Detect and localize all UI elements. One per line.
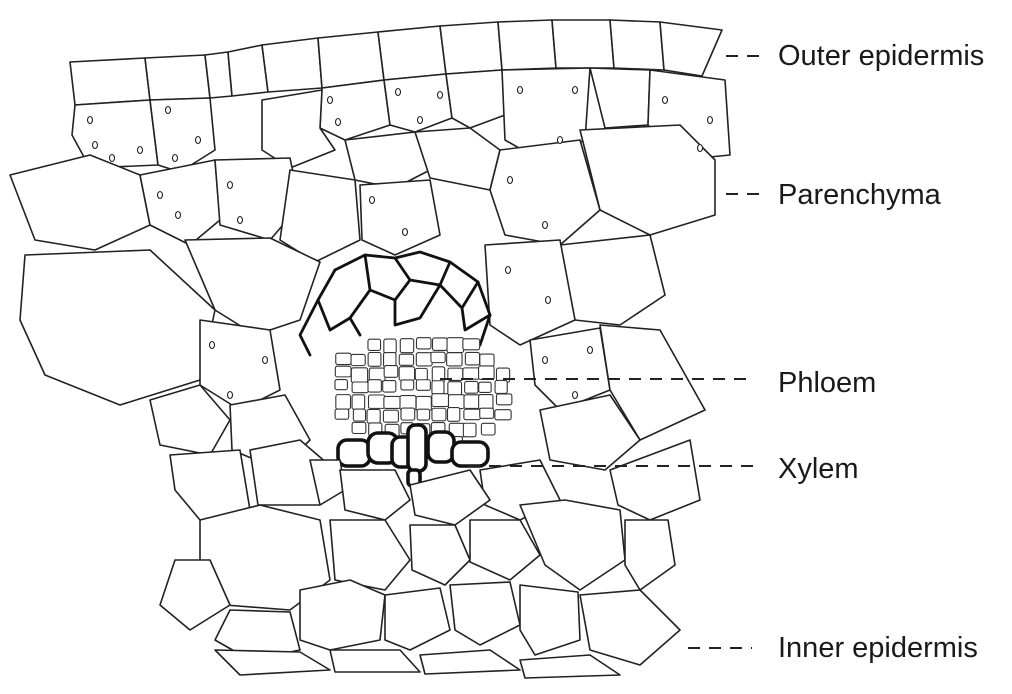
phloem-cell — [495, 380, 507, 393]
phloem-cell — [479, 395, 493, 410]
phloem-cell — [399, 354, 413, 365]
outer-epidermis-label: Outer epidermis — [778, 42, 984, 71]
phloem-cell — [352, 382, 368, 393]
phloem-cell — [383, 381, 396, 392]
phloem-cell — [384, 339, 396, 353]
phloem-cell — [336, 395, 351, 410]
phloem-cell — [335, 409, 349, 419]
xylem-label: Xylem — [778, 455, 859, 484]
phloem-cell — [415, 368, 427, 380]
phloem-cell — [480, 408, 494, 418]
phloem-cell — [465, 352, 479, 364]
phloem-cell — [384, 353, 396, 368]
phloem-cell — [447, 353, 462, 366]
phloem-cell — [465, 381, 478, 393]
phloem-cell — [447, 408, 459, 422]
phloem-cell — [496, 394, 511, 405]
phloem-cell — [464, 409, 481, 420]
phloem-cell — [463, 368, 479, 379]
phloem-cell — [433, 338, 448, 350]
phloem-cell — [432, 408, 446, 421]
phloem-cell — [351, 368, 367, 383]
phloem-cell — [351, 354, 365, 365]
phloem-cell — [417, 409, 429, 420]
phloem-cell — [335, 366, 351, 377]
phloem-cell — [480, 354, 494, 366]
phloem-cell — [384, 396, 400, 408]
phloem-cell — [368, 339, 381, 350]
phloem-label: Phloem — [778, 369, 876, 398]
phloem-cell — [353, 409, 365, 421]
phloem-cell — [367, 409, 380, 423]
phloem-cell — [368, 380, 381, 392]
phloem-cell — [400, 339, 413, 353]
phloem-cell — [416, 338, 430, 349]
phloem-cell — [448, 395, 464, 409]
phloem-cell — [401, 380, 414, 390]
phloem-cell — [479, 382, 491, 392]
phloem-cell — [463, 423, 476, 437]
phloem-cell — [479, 366, 495, 379]
phloem-cell — [432, 381, 444, 395]
phloem-cell — [416, 396, 431, 410]
phloem-cell — [352, 395, 365, 409]
phloem-cell — [384, 366, 398, 378]
phloem-cell — [401, 408, 415, 420]
phloem-cell — [336, 353, 351, 364]
phloem-cell — [464, 395, 480, 409]
phloem-cell — [432, 394, 449, 407]
phloem-cell — [368, 352, 381, 366]
parenchyma-label: Parenchyma — [778, 181, 941, 210]
phloem-cell — [352, 422, 366, 433]
phloem-cell — [431, 352, 445, 362]
phloem-cell — [463, 339, 480, 350]
phloem-cell — [416, 353, 432, 366]
phloem-cell — [447, 338, 464, 353]
phloem-cell — [416, 380, 430, 391]
phloem-cell — [399, 367, 414, 381]
phloem-cell — [481, 423, 495, 435]
phloem-cell — [383, 410, 398, 422]
phloem-cell — [368, 395, 385, 408]
phloem-cell — [495, 410, 511, 420]
inner-epidermis-label: Inner epidermis — [778, 634, 978, 663]
phloem-cell — [335, 380, 347, 390]
